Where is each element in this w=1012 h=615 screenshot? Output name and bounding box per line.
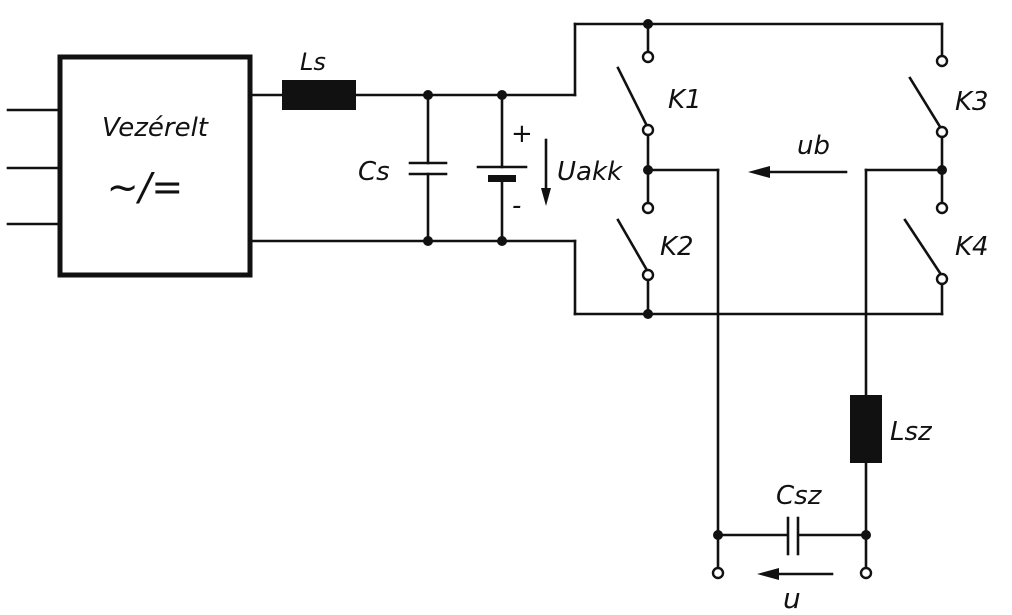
junction-dots — [423, 19, 947, 540]
battery — [476, 93, 528, 243]
switch-k4 — [903, 218, 944, 278]
three-phase-input — [6, 108, 62, 226]
ls-label: Ls — [300, 48, 326, 76]
controlled-rectifier-block: Vezérelt ~/= — [57, 54, 253, 278]
ub-arrow — [748, 166, 848, 178]
u-label: u — [783, 582, 801, 615]
battery-plus: + — [511, 119, 533, 149]
inductor-ls — [282, 80, 356, 110]
ub-label: ub — [797, 131, 830, 161]
lsz-label: Lsz — [890, 417, 933, 447]
battery-minus: - — [512, 191, 521, 221]
switch-k3 — [908, 76, 944, 132]
k4-label: K4 — [955, 232, 989, 262]
switch-k1 — [616, 66, 650, 130]
k2-label: K2 — [660, 232, 694, 262]
capacitor-cs — [408, 93, 448, 243]
k3-label: K3 — [955, 87, 989, 117]
right-bridge-leg — [864, 22, 949, 397]
cs-label: Cs — [358, 157, 390, 187]
controller-symbol: ~/= — [107, 165, 183, 209]
uakk-label: Uakk — [557, 157, 623, 187]
k1-label: K1 — [668, 85, 702, 115]
left-bridge-leg — [616, 22, 720, 570]
u-arrow — [757, 568, 834, 580]
bottom-dc-rail — [248, 239, 944, 316]
inductor-lsz — [850, 395, 882, 463]
switch-k2 — [616, 218, 650, 274]
csz-label: Csz — [776, 481, 823, 511]
uakk-arrow — [541, 138, 551, 206]
controller-label: Vezérelt — [102, 113, 209, 143]
top-dc-rail — [248, 22, 944, 110]
output-network — [711, 461, 873, 580]
